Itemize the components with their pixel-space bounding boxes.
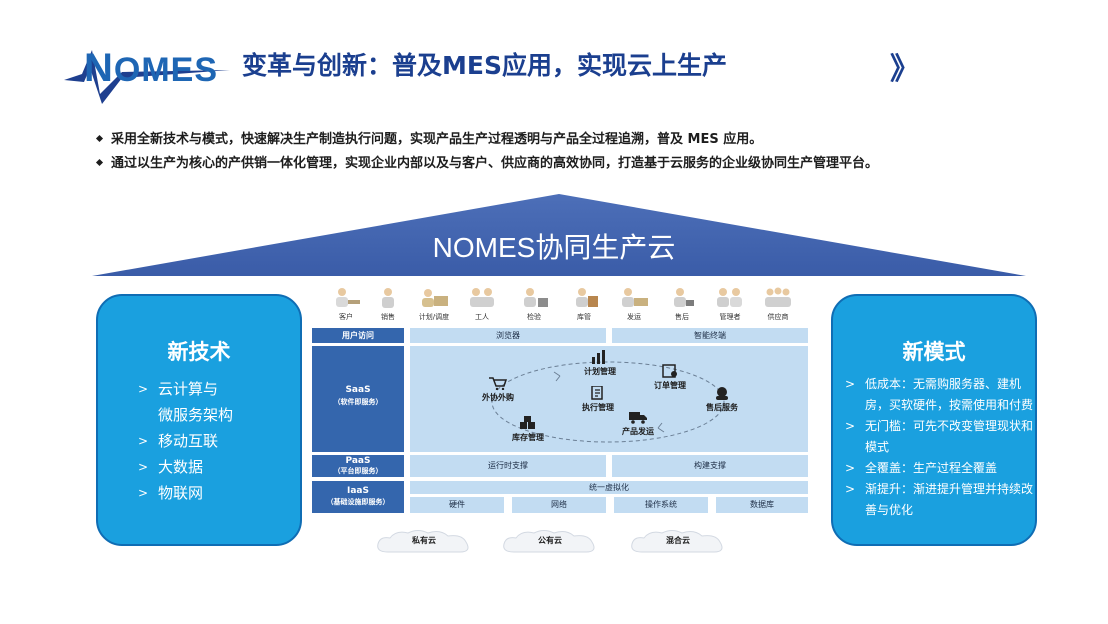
new-model-panel: 新模式 >低成本：无需购服务器、建机房，买软硬件，按需使用和付费 >无门槛：可先… (831, 294, 1037, 546)
person-icon (382, 288, 394, 308)
truck-icon (629, 412, 647, 424)
person-icon (765, 287, 791, 307)
list-item: >低成本：无需购服务器、建机房，买软硬件，按需使用和付费 (843, 374, 1035, 416)
bullet-item: 通过以生产为核心的产供销一体化管理，实现企业内部以及与客户、供应商的高效协同，打… (84, 152, 1048, 176)
panel-title: 新模式 (902, 340, 966, 364)
role-warehouse: 库管 (560, 284, 608, 324)
role-manager: 管理者 (706, 284, 754, 324)
module-execution: 执行管理 (582, 386, 614, 413)
cell-network: 网络 (512, 497, 606, 513)
architecture-diagram: 客户 销售 计划/调度 工人 检验 库管 发运 售后 (312, 284, 812, 558)
role-shipping: 发运 (610, 284, 658, 324)
new-technology-panel: 新技术 >云计算与微服务架构 >移动互联 >大数据 >物联网 (96, 294, 302, 546)
chevron-right-icon: > (138, 434, 149, 448)
order-icon (662, 364, 677, 378)
cell-os: 操作系统 (614, 497, 708, 513)
logo-swoosh-icon (64, 50, 230, 104)
person-icon (470, 288, 494, 307)
bar-chart-icon (592, 350, 605, 364)
cell-runtime: 运行时支撑 (410, 455, 606, 477)
role-customer: 客户 (322, 284, 370, 324)
person-icon (717, 288, 742, 307)
chevron-right-icon: > (845, 461, 856, 475)
role-after-sales: 售后 (658, 284, 706, 324)
cloud-icon (503, 530, 595, 553)
chevron-right-icon: > (845, 377, 856, 391)
cell-smart-terminal: 智能终端 (612, 328, 808, 343)
list-item: >渐提升：渐进提升管理并持续改善与优化 (843, 479, 1035, 521)
cell-build: 构建支撑 (612, 455, 808, 477)
cell-database: 数据库 (716, 497, 808, 513)
list-item: >大数据 (136, 454, 300, 480)
module-outsourcing: 外协外购 (482, 376, 514, 403)
module-shipping: 产品发运 (622, 410, 654, 437)
page-title: 变革与创新：普及MES应用，实现云上生产 (242, 51, 727, 80)
execution-icon (591, 386, 603, 400)
bullet-item: 采用全新技术与模式，快速解决生产制造执行问题，实现产品生产过程透明与产品全过程追… (84, 128, 1048, 152)
layer-user-access: 用户访问 (312, 328, 404, 343)
layer-saas: SaaS （软件即服务） (312, 346, 404, 452)
cloud-hybrid: 混合云 (628, 528, 728, 554)
cloud-private: 私有云 (374, 528, 474, 554)
person-icon (576, 288, 598, 307)
list-item: >云计算与微服务架构 (136, 376, 300, 428)
boxes-icon (520, 416, 535, 429)
module-plan: 计划管理 (584, 350, 616, 377)
role-supplier: 供应商 (754, 284, 802, 324)
cell-browser: 浏览器 (410, 328, 606, 343)
layer-iaas: IaaS （基础设施即服务） (312, 481, 404, 513)
cloud-icon (377, 530, 469, 553)
chevron-right-icon: > (845, 419, 856, 433)
cart-icon (489, 377, 508, 390)
list-item: >物联网 (136, 480, 300, 506)
role-worker: 工人 (458, 284, 506, 324)
role-inspector: 检验 (510, 284, 558, 324)
logo-text: NOMES (84, 46, 219, 90)
chevron-right-icon: > (138, 486, 149, 500)
nomes-logo: NOMES (62, 40, 232, 104)
module-after-sales: 售后服务 (706, 386, 738, 413)
person-icon (336, 288, 360, 307)
list-item: >无门槛：可先不改变管理现状和模式 (843, 416, 1035, 458)
headset-icon (716, 387, 728, 400)
module-inventory: 库存管理 (512, 416, 544, 443)
role-planner: 计划/调度 (410, 284, 458, 324)
person-icon (674, 288, 694, 307)
title-arrow-icon: 》 (890, 52, 920, 87)
cloud-public: 公有云 (500, 528, 600, 554)
module-order: 订单管理 (654, 364, 686, 391)
roof-title: NOMES协同生产云 (432, 232, 676, 263)
cloud-icon (631, 530, 723, 553)
role-sales: 销售 (364, 284, 412, 324)
person-icon (524, 288, 548, 307)
panel-title: 新技术 (167, 340, 231, 364)
cycle-arrows (491, 361, 725, 443)
cell-hardware: 硬件 (410, 497, 504, 513)
roles-row: 客户 销售 计划/调度 工人 检验 库管 发运 售后 (312, 284, 812, 326)
layer-paas: PaaS （平台即服务） (312, 455, 404, 477)
saas-modules-area: 计划管理 订单管理 外协外购 执行管理 售后服务 库存管理 产品发运 (410, 346, 808, 452)
chevron-right-icon: > (845, 482, 856, 496)
list-item: >移动互联 (136, 428, 300, 454)
intro-bullets: 采用全新技术与模式，快速解决生产制造执行问题，实现产品生产过程透明与产品全过程追… (84, 128, 1048, 176)
roof-shape (92, 194, 1026, 276)
diamond-bullet-icon (95, 158, 104, 167)
diamond-bullet-icon (95, 134, 104, 143)
person-icon (622, 288, 648, 307)
chevron-right-icon: > (138, 382, 149, 396)
list-item: >全覆盖：生产过程全覆盖 (843, 458, 1035, 479)
person-icon (422, 289, 448, 307)
cell-virtualization: 统一虚拟化 (410, 481, 808, 494)
chevron-right-icon: > (138, 460, 149, 474)
